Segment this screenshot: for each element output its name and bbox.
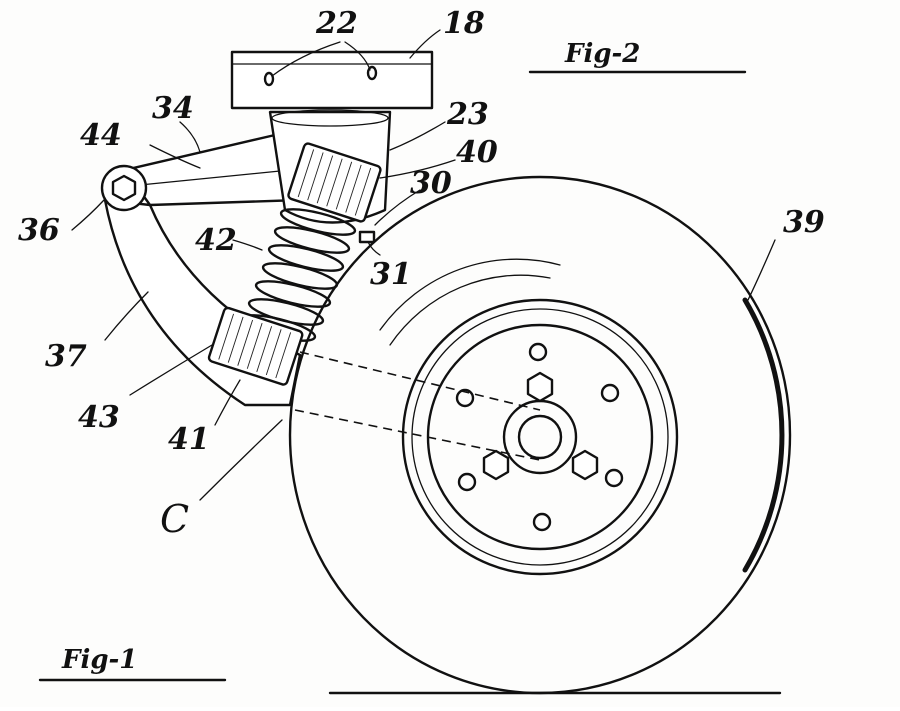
leader-31 bbox=[368, 242, 380, 255]
coil bbox=[273, 222, 351, 258]
leader-C bbox=[200, 420, 282, 500]
tire-shading bbox=[745, 300, 782, 570]
wheel-bolt bbox=[459, 474, 475, 490]
ref-numeral-39: 39 bbox=[783, 205, 825, 240]
ref-numeral-42: 42 bbox=[195, 223, 237, 258]
leader-37 bbox=[105, 292, 148, 340]
wheel-bolt bbox=[534, 514, 550, 530]
ref-numeral-22: 22 bbox=[315, 6, 358, 41]
wheel bbox=[290, 177, 790, 693]
tire-outer bbox=[290, 177, 790, 693]
fig-1-label: Fig-1 bbox=[61, 645, 137, 675]
coil bbox=[267, 240, 345, 276]
ref-numeral-41: 41 bbox=[168, 422, 210, 457]
ref-numeral-34: 34 bbox=[152, 91, 194, 126]
ref-numeral-31: 31 bbox=[370, 257, 412, 292]
wheel-bolt bbox=[606, 470, 622, 486]
swing-arm bbox=[105, 200, 540, 460]
figure-label-top: Fig-2 bbox=[530, 39, 745, 72]
ref-numeral-30: 30 bbox=[410, 166, 452, 201]
leader-36 bbox=[72, 200, 104, 230]
ref-numeral-C: C bbox=[160, 497, 189, 541]
leader-42 bbox=[233, 240, 262, 250]
hub-nut bbox=[528, 373, 552, 401]
rim-outer bbox=[403, 300, 677, 574]
leader-23 bbox=[390, 122, 445, 150]
fig-2-label: Fig-2 bbox=[564, 39, 640, 69]
wheel-bolt bbox=[602, 385, 618, 401]
ref-numeral-44: 44 bbox=[80, 118, 122, 153]
ref-numeral-36: 36 bbox=[18, 213, 60, 248]
ref-numeral-37: 37 bbox=[45, 339, 87, 374]
ref-numeral-40: 40 bbox=[456, 135, 498, 170]
coil bbox=[261, 258, 339, 294]
axle-projection bbox=[300, 352, 540, 410]
hub-outer bbox=[504, 401, 576, 473]
fastener bbox=[360, 232, 374, 242]
ref-numeral-18: 18 bbox=[443, 6, 485, 41]
pivot-nut bbox=[113, 176, 135, 200]
hub-nut bbox=[573, 451, 597, 479]
ref-numeral-43: 43 bbox=[78, 400, 120, 435]
wheel-bolt bbox=[530, 344, 546, 360]
leader-34 bbox=[180, 122, 200, 152]
figure-label-bottom: Fig-1 bbox=[40, 645, 225, 680]
ref-numeral-23: 23 bbox=[446, 97, 489, 132]
pivot-bushing bbox=[102, 166, 146, 210]
hub-nut bbox=[484, 451, 508, 479]
hub-bore bbox=[519, 416, 561, 458]
coil bbox=[254, 276, 332, 312]
mount-plate bbox=[232, 52, 432, 108]
leader-39 bbox=[748, 240, 775, 300]
rim-lip bbox=[412, 309, 668, 565]
